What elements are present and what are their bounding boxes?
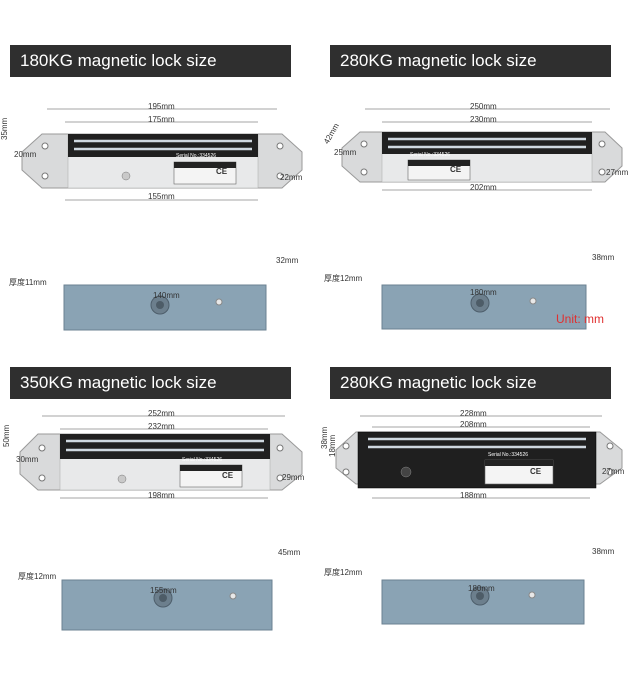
dim-plate-width: 180mm (468, 584, 495, 593)
panel-350kg: 350KG magnetic lock size 252mm 232mm 50m… (0, 367, 310, 667)
dim-inner: 232mm (148, 422, 175, 431)
dim-inner: 230mm (470, 115, 497, 124)
dim-right-height: 22mm (280, 173, 303, 182)
dim-left-inner: 18mm (328, 434, 337, 457)
dim-thickness: 厚度12mm (18, 572, 57, 581)
panel-title: 280KG magnetic lock size (330, 367, 611, 399)
dim-total: 252mm (148, 409, 175, 418)
dim-left-inner: 20mm (14, 150, 37, 159)
dim-left-inner: 30mm (16, 455, 39, 464)
dim-plate-width: 155mm (150, 586, 177, 595)
panel-280kg-black: 280KG magnetic lock size 228mm 208mm 38m… (320, 367, 630, 667)
dim-plate-height: 32mm (276, 256, 299, 265)
dim-bottom: 188mm (460, 491, 487, 500)
dim-thickness: 厚度11mm (9, 278, 47, 287)
ce-mark: CE (450, 165, 462, 174)
dim-thickness: 厚度12mm (324, 568, 363, 577)
panel-title: 180KG magnetic lock size (10, 45, 291, 77)
lock-diagram (341, 108, 623, 330)
dim-bottom: 198mm (148, 491, 175, 500)
panel-title: 280KG magnetic lock size (330, 45, 611, 77)
dim-plate-height: 38mm (592, 253, 615, 262)
dim-right-height: 29mm (282, 473, 305, 482)
dim-bottom: 202mm (470, 183, 497, 192)
dim-total: 228mm (460, 409, 487, 418)
lock-diagram (21, 108, 303, 331)
dim-inner: 175mm (148, 115, 175, 124)
dim-left-outer: 35mm (0, 117, 9, 140)
dim-thickness: 厚度12mm (324, 274, 363, 283)
serial-label: Serial No.:334526 (410, 152, 451, 158)
panel-title: 350KG magnetic lock size (10, 367, 291, 399)
panel-180kg: 180KG magnetic lock size 195mm 175mm 35m… (0, 45, 310, 345)
serial-label: Serial No.:334526 (488, 452, 529, 458)
dim-plate-width: 180mm (470, 288, 497, 297)
ce-mark: CE (530, 467, 542, 476)
dim-total: 250mm (470, 102, 497, 111)
serial-label: Serial No.:334526 (176, 153, 217, 159)
dim-plate-width: 140mm (153, 291, 180, 300)
ce-mark: CE (216, 167, 228, 176)
ce-mark: CE (222, 471, 234, 480)
dim-left-outer: 50mm (2, 424, 11, 447)
dim-right-height: 27mm (602, 467, 625, 476)
unit-note: Unit: mm (556, 312, 604, 326)
dim-total: 195mm (148, 102, 175, 111)
dim-bottom: 155mm (148, 192, 175, 201)
dim-right-height: 27mm (606, 168, 629, 177)
dim-plate-height: 45mm (278, 548, 301, 557)
dim-left-inner: 25mm (334, 148, 357, 157)
dim-plate-height: 38mm (592, 547, 615, 556)
lock-diagram (335, 415, 623, 625)
serial-label: Serial No.:334526 (182, 457, 223, 463)
dim-inner: 208mm (460, 420, 487, 429)
panel-280kg: 280KG magnetic lock size 250mm 230mm 42m… (320, 45, 630, 345)
lock-diagram (19, 415, 303, 631)
